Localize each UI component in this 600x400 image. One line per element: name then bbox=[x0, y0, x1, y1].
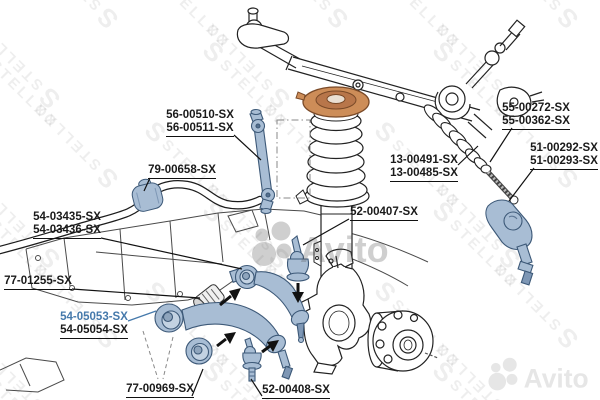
part-number: 52-00408-SX bbox=[262, 384, 330, 396]
part-number: 13-00485-SX bbox=[390, 167, 458, 179]
part-number: 52-00407-SX bbox=[350, 206, 418, 218]
part-number: 55-00272-SX bbox=[502, 102, 570, 114]
part-number: 51-00293-SX bbox=[530, 155, 598, 167]
callout-77-01255: 77-01255-SX bbox=[4, 275, 72, 290]
part-number: 54-05054-SX bbox=[60, 324, 128, 336]
part-number: 51-00292-SX bbox=[530, 142, 598, 154]
steering-knuckle bbox=[299, 248, 372, 375]
part-number: 55-00362-SX bbox=[502, 115, 570, 127]
callout-54-03435: 54-03435-SX 54-03436-SX bbox=[33, 211, 101, 239]
callout-54-05053-highlighted: 54-05053-SX 54-05054-SX bbox=[60, 311, 128, 339]
wheel-hub bbox=[367, 310, 439, 372]
inner-tie-rod bbox=[486, 170, 519, 205]
highlight-leader bbox=[127, 310, 157, 322]
callout-13-00491: 13-00491-SX 13-00485-SX bbox=[390, 154, 458, 182]
callout-56-00510: 56-00510-SX 56-00511-SX bbox=[166, 109, 234, 137]
assembly-arrows bbox=[216, 283, 304, 354]
leader-lines bbox=[71, 127, 535, 397]
callout-77-00969: 77-00969-SX bbox=[126, 383, 194, 398]
steering-boot bbox=[423, 104, 492, 174]
control-arm-lower bbox=[154, 302, 294, 380]
ball-joint-lower bbox=[242, 337, 262, 382]
callout-79-00658: 79-00658-SX bbox=[148, 164, 216, 179]
callout-52-00407: 52-00407-SX bbox=[350, 206, 418, 221]
steering-rack bbox=[236, 7, 545, 139]
bushing-lower bbox=[185, 337, 213, 365]
part-number: 13-00491-SX bbox=[390, 154, 458, 166]
part-number: 77-00969-SX bbox=[126, 383, 194, 395]
stabilizer-link bbox=[249, 108, 276, 215]
part-number: 77-01255-SX bbox=[4, 275, 72, 287]
tie-rod-end-right bbox=[485, 199, 534, 286]
ball-joint-upper bbox=[286, 235, 310, 282]
sway-bar-bushing bbox=[131, 178, 164, 212]
coil-spring bbox=[306, 110, 368, 202]
part-number: 54-03435-SX bbox=[33, 211, 101, 223]
reference-box bbox=[276, 119, 311, 199]
part-number: 54-03436-SX bbox=[33, 224, 101, 236]
callout-52-00408: 52-00408-SX bbox=[262, 384, 330, 399]
callout-55-00272: 55-00272-SX 55-00362-SX bbox=[502, 102, 570, 130]
control-arm-upper bbox=[229, 264, 310, 344]
part-number: 56-00510-SX bbox=[166, 109, 234, 121]
part-number: 56-00511-SX bbox=[166, 122, 234, 134]
part-number: 79-00658-SX bbox=[148, 164, 216, 176]
strut-top-mount bbox=[295, 86, 370, 118]
callout-51-00292: 51-00292-SX 51-00293-SX bbox=[530, 142, 598, 170]
tie-rod-end-left bbox=[236, 7, 290, 49]
part-number-highlighted: 54-05053-SX bbox=[60, 311, 128, 323]
